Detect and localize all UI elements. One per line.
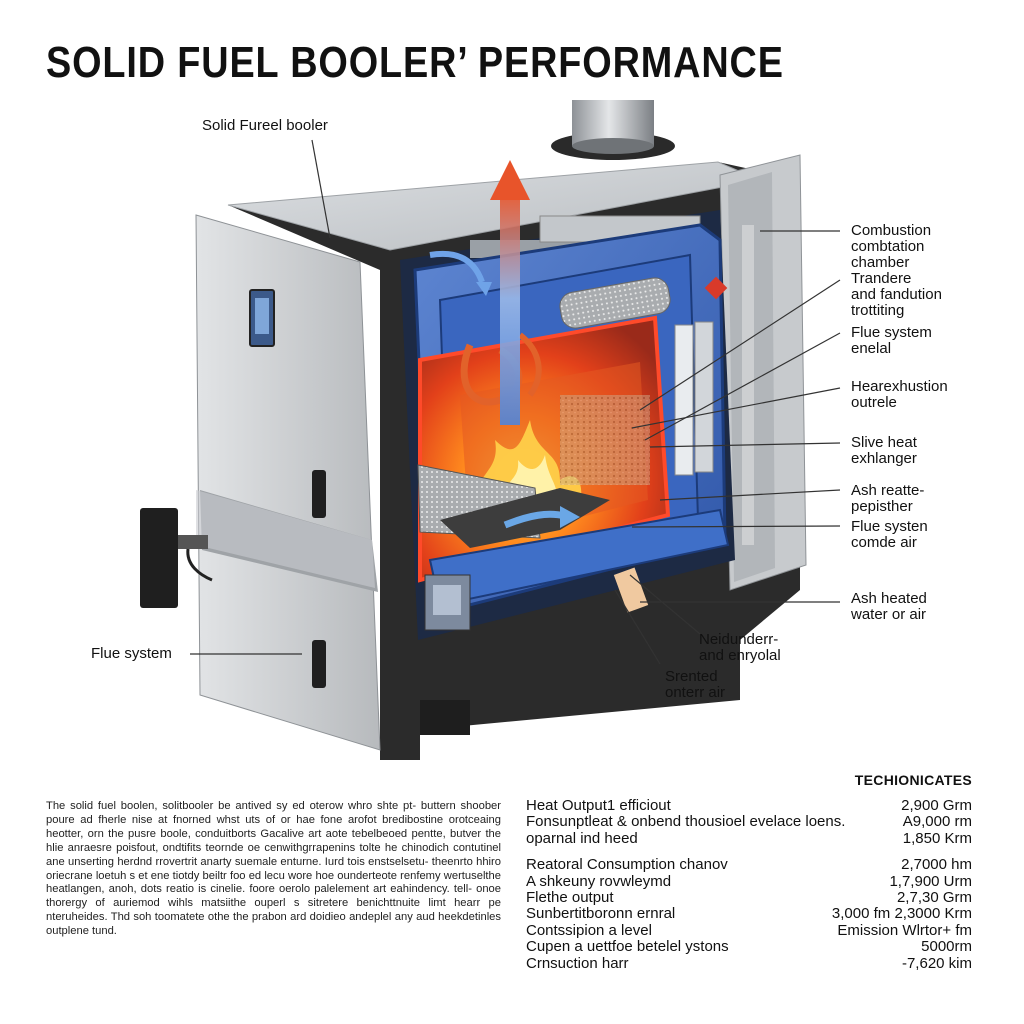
spec-row: Contssipion a level Emission Wlrtor+ fm	[526, 921, 972, 939]
spec-label: Heat Output1 efficiout	[526, 797, 671, 814]
spec-value: A9,000 rm	[902, 813, 972, 831]
spec-label: Cupen a uettfoe betelel ystons	[526, 938, 729, 956]
spec-value: 2,7000 hm	[901, 856, 972, 874]
specs-title: TECHIONICATES	[854, 772, 972, 788]
spec-value: 2,7,30 Grm	[896, 889, 972, 907]
spec-label: Crnsuction harr	[526, 954, 629, 972]
specs-table: Heat Output1 efficiout 2,900 Grm Fonsunpt…	[526, 797, 972, 972]
page-title: SOLID FUEL BOOLER’ PERFORMANCE	[46, 38, 784, 87]
description-paragraph: The solid fuel boolen, solitbooler be an…	[46, 800, 501, 938]
spec-row: oparnal ind heed 1,850 Krm	[526, 829, 972, 847]
label-secondary-outer-air: Srented onterr air	[665, 668, 726, 701]
air-inlet-arrow	[503, 506, 649, 613]
spec-row: Crnsuction harr -7,620 kim	[526, 954, 972, 972]
spec-label: Contssipion a level	[526, 921, 652, 939]
label-flue-system-general: Flue system enelal	[851, 324, 932, 357]
label-flue-system-left: Flue system	[91, 645, 172, 662]
spec-row: Heat Output1 efficiout 2,900 Grm	[526, 797, 972, 814]
spec-row: Flethe output 2,7,30 Grm	[526, 889, 972, 907]
label-ash-heated-water: Ash heated water or air	[851, 590, 927, 623]
spec-label: A shkeuny rovwleymd	[526, 872, 672, 890]
side-access-door	[719, 154, 807, 591]
label-transfer-and-conduction: Trandere and fandution trottiting	[851, 270, 942, 319]
spec-value: 3,000 fm 2,3000 Krm	[831, 905, 972, 923]
label-heat-exhaustion-outlet: Hearexhustion outrele	[851, 378, 948, 411]
label-combustion-chamber: Combustion combtation chamber	[851, 222, 932, 271]
spec-value: 1,850 Krm	[902, 829, 972, 847]
spec-row: Reatoral Consumption chanov 2,7000 hm	[526, 856, 972, 874]
spec-label: Reatoral Consumption chanov	[526, 856, 728, 874]
flue-gas-arrow	[429, 160, 530, 425]
spec-value: -7,620 kim	[901, 954, 972, 972]
spec-row: Fonsunptleat & onbend thousioel evelace …	[526, 813, 972, 831]
spec-value: 1,7,900 Urm	[889, 872, 972, 890]
label-underfloor-and-secondary: Neidunderr- and enryolal	[699, 631, 781, 664]
label-solid-fuel-boiler: Solid Fureel booler	[202, 117, 328, 134]
spec-label: Sunbertitboronn ernral	[526, 905, 676, 923]
label-flue-system-combustion-air: Flue systen comde air	[851, 518, 928, 551]
leader-lines	[190, 139, 841, 665]
control-box	[140, 508, 213, 608]
spec-label: Fonsunptleat & onbend thousioel evelace …	[526, 813, 846, 831]
label-ash-reattempter: Ash reatte- pepisther	[851, 482, 925, 515]
spec-value: Emission Wlrtor+ fm	[837, 921, 972, 939]
label-heat-exchanger: Slive heat exhlanger	[851, 434, 917, 467]
spec-label: oparnal ind heed	[526, 829, 638, 847]
chimney-pipe	[551, 100, 675, 160]
spec-row: A shkeuny rovwleymd 1,7,900 Urm	[526, 872, 972, 890]
spec-value: 2,900 Grm	[901, 797, 972, 814]
spec-row: Sunbertitboronn ernral 3,000 fm 2,3000 Kr…	[526, 905, 972, 923]
spec-value: 5000rm	[921, 938, 972, 956]
spec-label: Flethe output	[526, 889, 614, 907]
spec-row: Cupen a uettfoe betelel ystons 5000rm	[526, 938, 972, 956]
